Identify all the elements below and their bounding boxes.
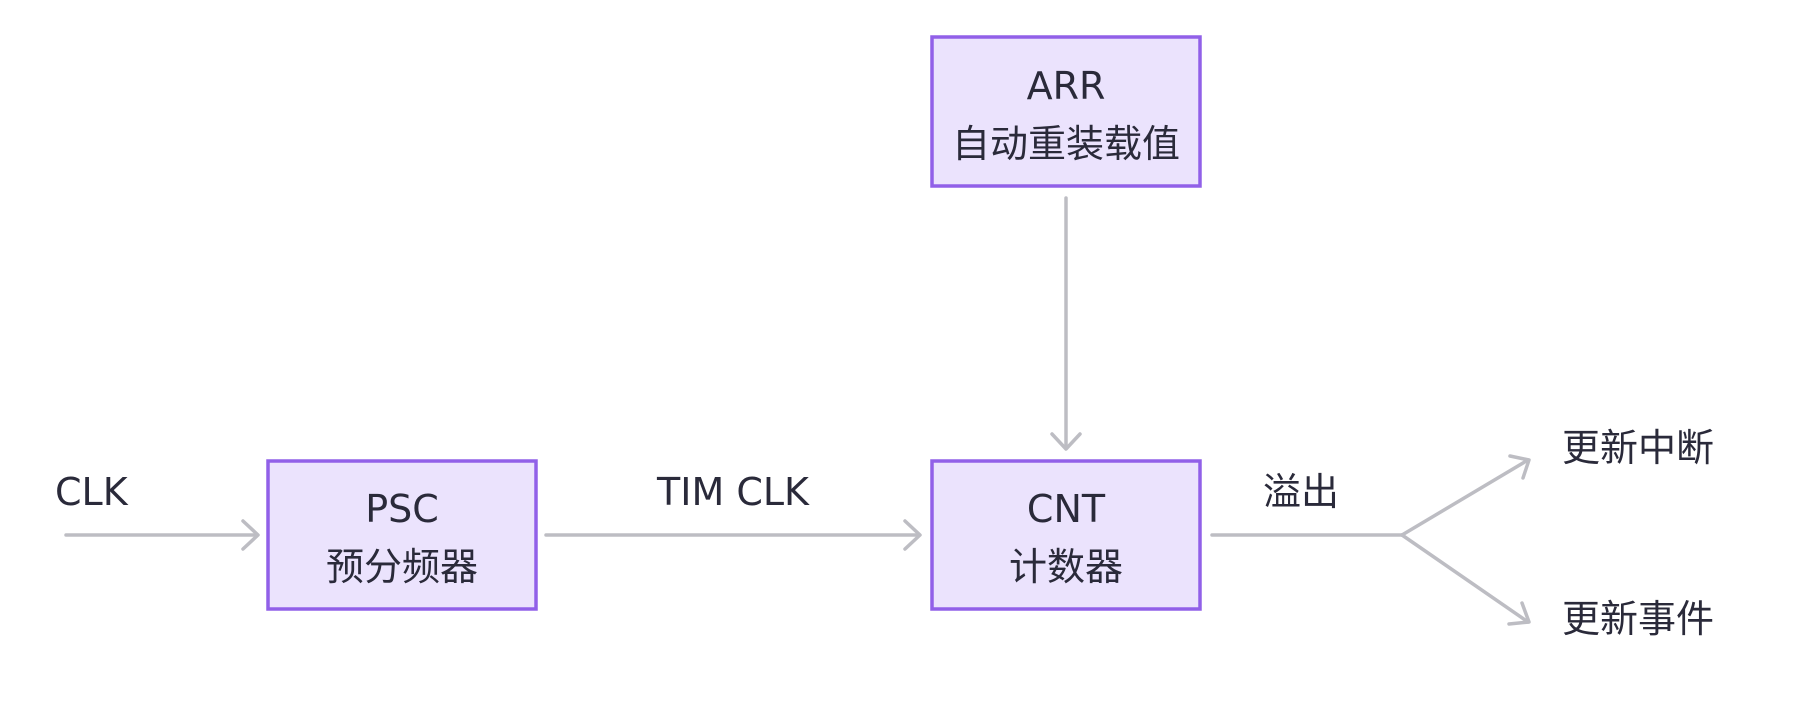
edge-clk-to-psc-arrowhead xyxy=(241,519,260,551)
node-arr-box xyxy=(930,35,1202,188)
label-tim-clk: TIM CLK xyxy=(656,470,810,514)
node-arr-title: ARR xyxy=(1027,64,1106,108)
node-arr-subtitle: 自动重装载值 xyxy=(952,122,1180,166)
edge-to-update-event-arrowhead xyxy=(1507,601,1531,626)
edge-psc-to-cnt-arrowhead xyxy=(903,519,922,551)
label-update-event: 更新事件 xyxy=(1562,597,1714,641)
edge-arr-to-cnt-arrowhead xyxy=(1050,432,1082,451)
node-psc-title: PSC xyxy=(365,487,439,531)
node-arr: ARR 自动重装载值 xyxy=(930,35,1202,188)
edge-to-update-interrupt-arrowhead xyxy=(1508,454,1531,480)
node-psc-subtitle: 预分频器 xyxy=(326,545,478,589)
node-cnt-box xyxy=(930,459,1202,611)
edge-to-update-interrupt xyxy=(1400,458,1530,537)
node-psc-box xyxy=(266,459,538,611)
edge-to-update-event xyxy=(1400,533,1530,624)
node-cnt: CNT 计数器 xyxy=(930,459,1202,611)
label-overflow: 溢出 xyxy=(1263,470,1339,514)
node-psc: PSC 预分频器 xyxy=(266,459,538,611)
label-clk: CLK xyxy=(55,470,129,514)
node-cnt-title: CNT xyxy=(1027,487,1106,531)
label-update-interrupt: 更新中断 xyxy=(1562,426,1714,470)
edges xyxy=(64,196,1531,626)
node-cnt-subtitle: 计数器 xyxy=(1009,545,1123,589)
